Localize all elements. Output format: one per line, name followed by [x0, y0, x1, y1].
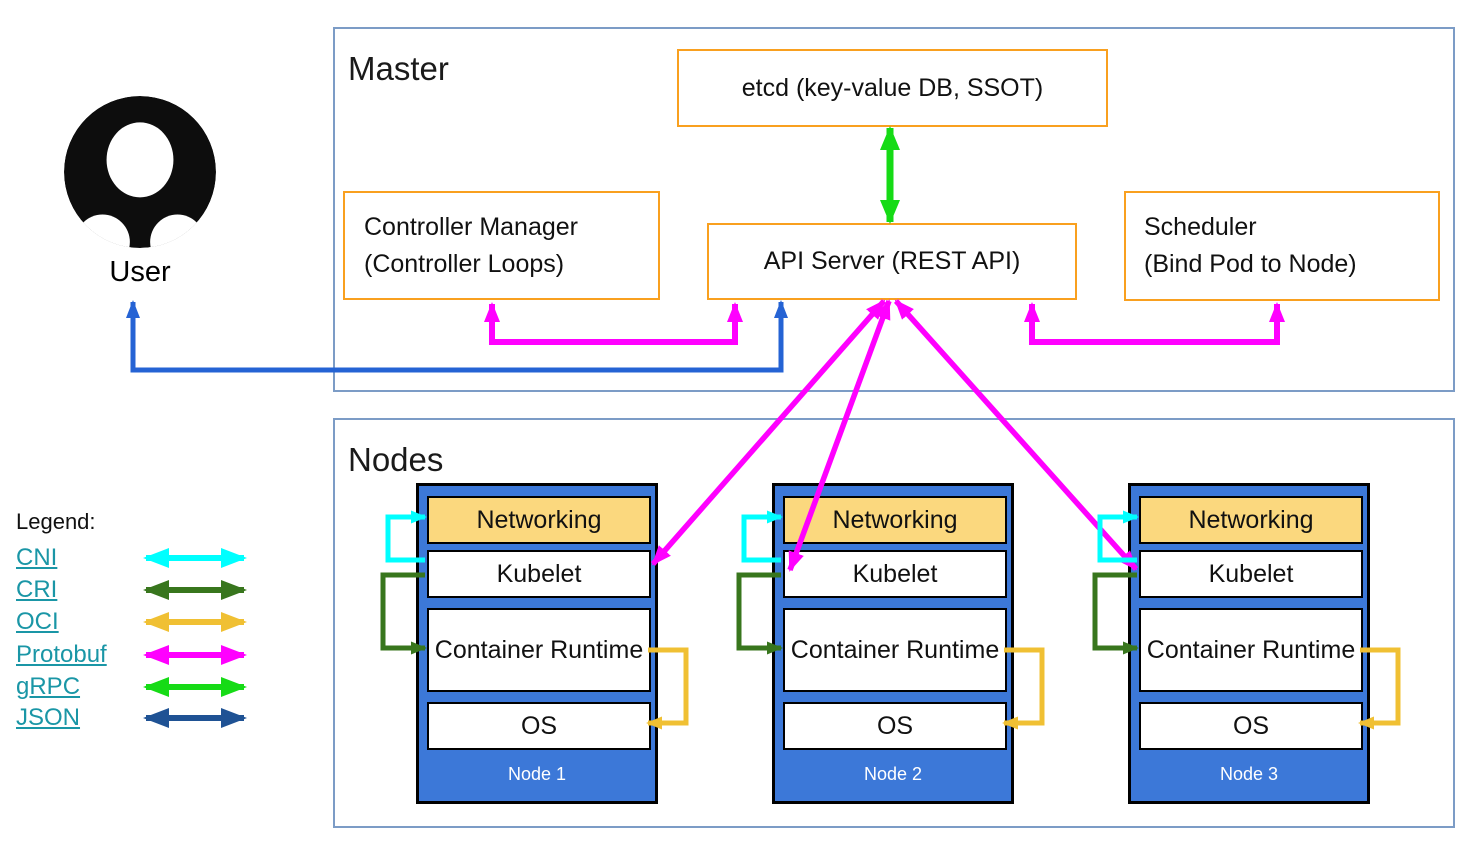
api-server-box: API Server (REST API) — [707, 223, 1077, 300]
node-3-os-layer: OS — [1139, 702, 1363, 750]
legend-link-cni[interactable]: CNI — [16, 544, 58, 571]
node-1-box: Networking Kubelet Container Runtime OS … — [416, 483, 658, 804]
node-2-os-layer: OS — [783, 702, 1007, 750]
etcd-box: etcd (key-value DB, SSOT) — [677, 49, 1108, 127]
node-3-kubelet-layer: Kubelet — [1139, 550, 1363, 598]
node-2-kubelet-layer: Kubelet — [783, 550, 1007, 598]
master-section-title: Master — [348, 50, 449, 87]
user-label: User — [109, 256, 171, 288]
node-3-networking-layer: Networking — [1139, 496, 1363, 544]
legend-link-protobuf[interactable]: Protobuf — [16, 641, 107, 668]
api-server-label: API Server (REST API) — [763, 247, 1021, 275]
legend-link-cri[interactable]: CRI — [16, 576, 58, 603]
node-3-container-runtime-layer: Container Runtime — [1139, 608, 1363, 692]
scheduler-label-line1: Scheduler — [1144, 213, 1257, 241]
scheduler-label-line2: (Bind Pod to Node) — [1144, 250, 1357, 278]
node-1-kubelet-layer: Kubelet — [427, 550, 651, 598]
legend-link-grpc[interactable]: gRPC — [16, 673, 81, 700]
etcd-label: etcd (key-value DB, SSOT) — [741, 73, 1044, 102]
node-3-box: Networking Kubelet Container Runtime OS … — [1128, 483, 1370, 804]
node-3-name: Node 3 — [1219, 764, 1279, 784]
node-2-networking-layer: Networking — [783, 496, 1007, 544]
controller-manager-box: Controller Manager (Controller Loops) — [343, 191, 660, 300]
legend-title: Legend: — [16, 509, 96, 534]
legend-link-oci[interactable]: OCI — [16, 608, 59, 635]
controller-manager-label-line2: (Controller Loops) — [364, 249, 565, 278]
scheduler-box: Scheduler (Bind Pod to Node) — [1124, 191, 1440, 301]
node-2-name: Node 2 — [863, 764, 923, 784]
node-1-networking-layer: Networking — [427, 496, 651, 544]
node-1-os-layer: OS — [427, 702, 651, 750]
node-2-container-runtime-layer: Container Runtime — [783, 608, 1007, 692]
node-1-name: Node 1 — [507, 764, 567, 784]
legend-link-json[interactable]: JSON — [16, 704, 81, 731]
user-icon — [64, 96, 216, 248]
nodes-section-title: Nodes — [348, 441, 444, 478]
controller-manager-label-line1: Controller Manager — [364, 212, 578, 241]
node-1-container-runtime-layer: Container Runtime — [427, 608, 651, 692]
node-2-box: Networking Kubelet Container Runtime OS … — [772, 483, 1014, 804]
